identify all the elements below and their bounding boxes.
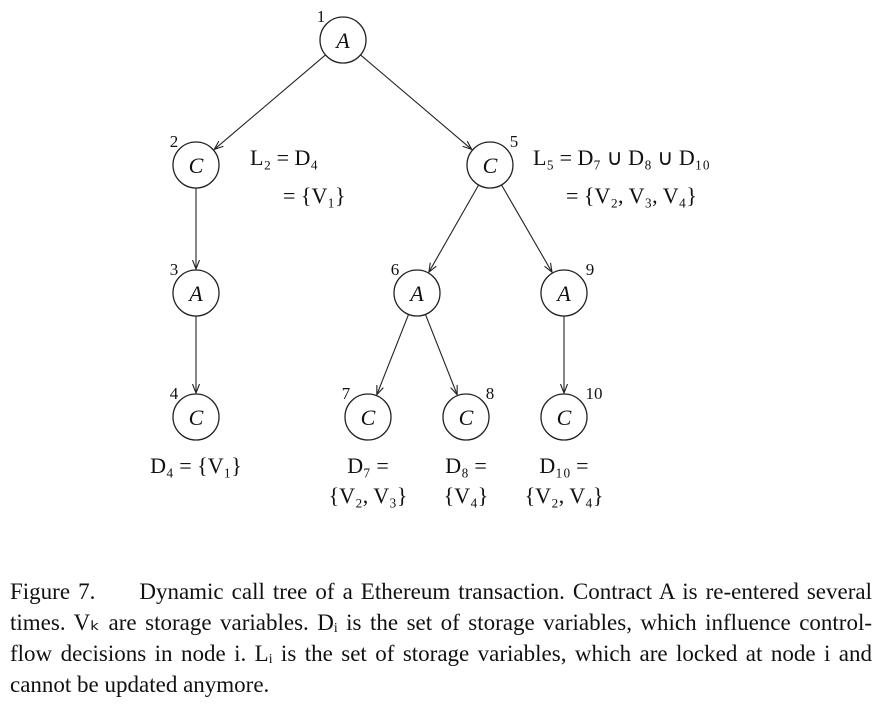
node-number: 1 bbox=[317, 7, 326, 26]
caption-text: Dynamic call tree of a Ethereum transact… bbox=[10, 579, 872, 697]
node-circle bbox=[172, 269, 220, 317]
tree-node-6: A6 bbox=[391, 260, 441, 317]
figure-caption: Figure 7.Dynamic call tree of a Ethereum… bbox=[10, 576, 872, 700]
decision-set-d4: D₄ = {V₁} bbox=[150, 453, 242, 478]
node-circle bbox=[172, 393, 220, 441]
edge-5-to-9 bbox=[501, 184, 552, 272]
node-circle bbox=[393, 269, 441, 317]
node-circle bbox=[466, 141, 514, 189]
edge-6-to-8 bbox=[424, 314, 457, 394]
tree-node-3: A3 bbox=[170, 260, 220, 317]
decision-set-d7-line1: D₇ = bbox=[347, 453, 388, 478]
tree-node-9: A9 bbox=[540, 260, 595, 317]
lock-set-l5-line2: = {V₂, V₃, V₄} bbox=[566, 183, 697, 208]
node-label: C bbox=[483, 153, 498, 178]
decision-set-d10-line2: {V₂, V₄} bbox=[525, 483, 604, 508]
node-label: C bbox=[557, 405, 572, 430]
edge-5-to-6 bbox=[429, 184, 480, 272]
node-circle bbox=[540, 393, 588, 441]
edge-1-to-2 bbox=[214, 54, 326, 150]
tree-node-4: C4 bbox=[170, 384, 220, 441]
node-number: 10 bbox=[586, 384, 603, 403]
node-number: 6 bbox=[391, 260, 400, 279]
node-label: C bbox=[361, 405, 376, 430]
edge-6-to-7 bbox=[377, 314, 410, 394]
node-number: 8 bbox=[486, 384, 495, 403]
tree-node-2: C2 bbox=[170, 132, 220, 189]
figure-label: Figure 7. bbox=[10, 579, 96, 604]
node-circle bbox=[540, 269, 588, 317]
lock-set-l5-line1: L₅ = D₇ ∪ D₈ ∪ D₁₀ bbox=[533, 145, 710, 170]
node-label: C bbox=[189, 153, 204, 178]
node-circle bbox=[442, 393, 490, 441]
node-number: 5 bbox=[510, 132, 519, 151]
decision-set-d7-line2: {V₂, V₃} bbox=[329, 483, 408, 508]
node-label: A bbox=[555, 281, 571, 306]
edge-1-to-5 bbox=[360, 54, 472, 150]
decision-set-d10-line1: D₁₀ = bbox=[539, 453, 588, 478]
node-circle bbox=[172, 141, 220, 189]
node-circle bbox=[319, 16, 367, 64]
node-label: A bbox=[334, 28, 350, 53]
node-circle bbox=[344, 393, 392, 441]
node-number: 2 bbox=[170, 132, 179, 151]
edges bbox=[196, 54, 564, 395]
decision-set-d8-line2: {V₄} bbox=[444, 483, 489, 508]
tree-node-1: A1 bbox=[317, 7, 367, 64]
node-number: 7 bbox=[342, 384, 351, 403]
tree-node-7: C7 bbox=[342, 384, 392, 441]
node-number: 3 bbox=[170, 260, 179, 279]
node-label: A bbox=[187, 281, 203, 306]
node-label: C bbox=[189, 405, 204, 430]
tree-node-10: C 10 bbox=[540, 384, 603, 441]
tree-node-5: C5 bbox=[466, 132, 519, 189]
lock-set-l2-line2: = {V₁} bbox=[283, 183, 346, 208]
decision-set-d8-line1: D₈ = bbox=[445, 453, 486, 478]
node-label: C bbox=[459, 405, 474, 430]
tree-node-8: C8 bbox=[442, 384, 495, 441]
node-label: A bbox=[408, 281, 424, 306]
node-number: 9 bbox=[586, 260, 595, 279]
node-number: 4 bbox=[170, 384, 179, 403]
lock-set-l2-line1: L₂ = D₄ bbox=[250, 145, 318, 170]
